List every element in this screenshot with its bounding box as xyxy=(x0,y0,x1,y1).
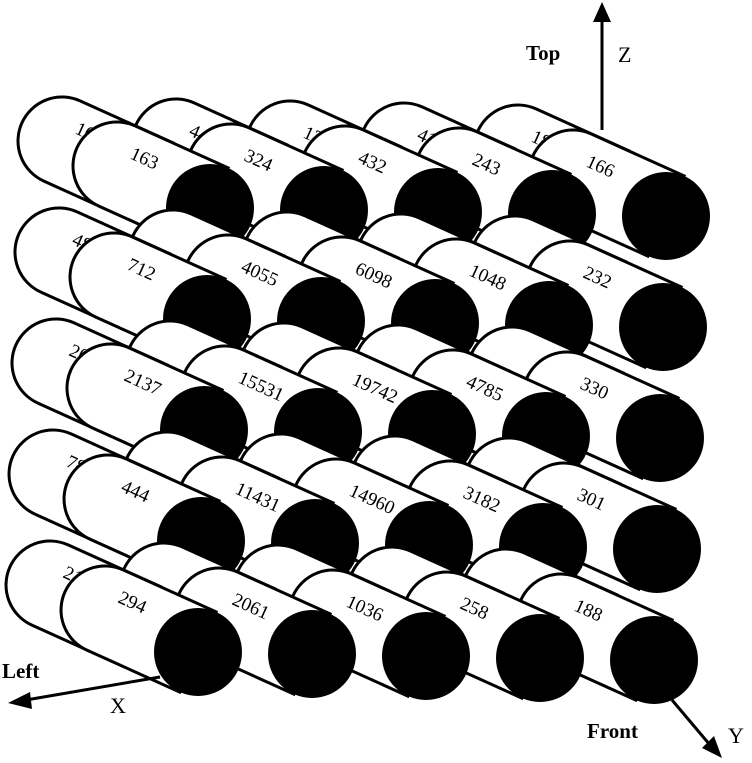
x-axis-name: Left xyxy=(2,659,39,683)
cylinder-end-cap xyxy=(154,608,242,696)
cylinder-end-cap xyxy=(268,610,356,698)
front-cylinder: 294 xyxy=(59,564,242,696)
z-axis-name: Top xyxy=(526,41,560,65)
cylinder-end-cap xyxy=(616,394,704,482)
front-cylinder: 1036 xyxy=(287,568,470,700)
cylinder-end-cap xyxy=(610,616,698,704)
y-axis: Y Front xyxy=(587,699,744,758)
front-cylinder: 2061 xyxy=(173,566,356,698)
z-axis-arrowhead xyxy=(593,2,611,22)
x-axis-arrowhead xyxy=(8,692,32,709)
front-cylinder: 232 xyxy=(524,239,707,371)
cylinder-array: 1884141320442164166243432324163480232104… xyxy=(4,95,710,704)
y-axis-line xyxy=(670,699,712,746)
front-cylinder: 712 xyxy=(68,231,251,363)
y-axis-letter: Y xyxy=(728,723,744,748)
front-cylinder: 166 xyxy=(527,128,710,260)
x-axis-line xyxy=(25,675,161,702)
cylinder-end-cap xyxy=(496,614,584,702)
x-axis-letter: X xyxy=(110,693,126,718)
y-axis-name: Front xyxy=(587,719,638,743)
cylinder-end-cap xyxy=(619,283,707,371)
cylinder-end-cap xyxy=(382,612,470,700)
x-axis: X Left xyxy=(2,659,161,718)
front-cylinder: 301 xyxy=(518,461,701,593)
cylinder-end-cap xyxy=(613,505,701,593)
cylinder-end-cap xyxy=(622,172,710,260)
z-axis-letter: Z xyxy=(618,42,631,67)
front-cylinder: 258 xyxy=(401,570,584,702)
z-axis: Z Top xyxy=(526,2,631,130)
y-axis-arrowhead xyxy=(702,736,722,758)
